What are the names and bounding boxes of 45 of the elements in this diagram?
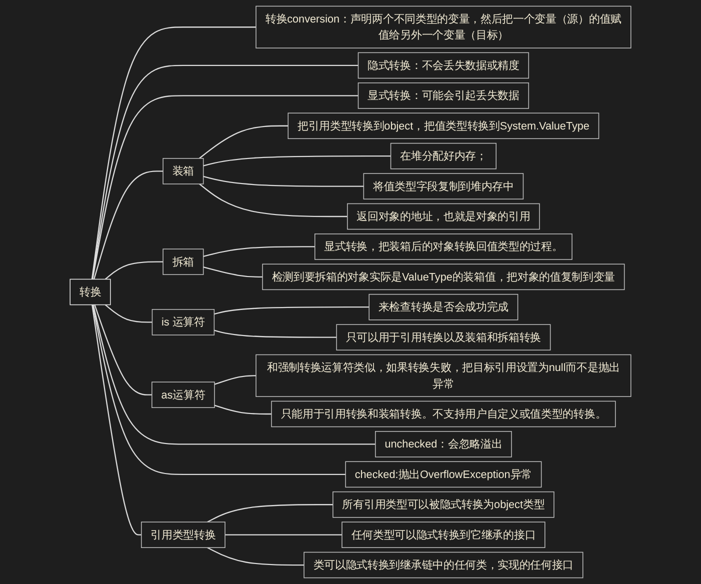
connector bbox=[207, 547, 304, 566]
node-box: 把引用类型转换到object，把值类型转换到System.ValueType bbox=[288, 112, 600, 140]
connector bbox=[214, 330, 337, 338]
connector bbox=[91, 26, 256, 280]
connector bbox=[92, 304, 142, 536]
node-box: 拆箱 bbox=[162, 248, 204, 275]
node-box: 检测到要拆箱的对象实际是ValueType的装箱值，把对象的值复制到变量 bbox=[262, 264, 625, 290]
connector bbox=[93, 170, 164, 280]
node-box: 类可以隐式转换到继承链中的任何类，实现的任何接口 bbox=[304, 552, 584, 578]
connector bbox=[214, 404, 272, 415]
node-box: is 运算符 bbox=[152, 309, 215, 336]
node-box: 装箱 bbox=[162, 158, 204, 184]
connector bbox=[214, 375, 256, 385]
node-box: 引用类型转换 bbox=[140, 522, 226, 548]
node-box: 在堆分配好内存； bbox=[390, 142, 496, 170]
connector bbox=[203, 176, 364, 187]
connector bbox=[199, 125, 288, 159]
connector bbox=[203, 266, 263, 278]
node-box: 转换conversion：声明两个不同类型的变量，然后把一个变量（源）的值赋值给另外一个变量（目标） bbox=[256, 6, 632, 48]
node-box: 隐式转换：不会丢失数据或精度 bbox=[358, 52, 530, 79]
connector bbox=[104, 261, 164, 280]
connector bbox=[225, 534, 342, 536]
connector bbox=[207, 504, 333, 523]
node-box: as运算符 bbox=[152, 382, 215, 408]
connector bbox=[203, 155, 391, 166]
connector bbox=[104, 304, 152, 323]
connector bbox=[94, 304, 152, 396]
node-box: 所有引用类型可以被隐式转换为object类型 bbox=[332, 491, 554, 518]
node-box: 和强制转换运算符类似，如果转换失败，把目标引用设置为null而不是抛出异常 bbox=[256, 354, 632, 397]
node-box: 只可以用于引用转换以及装箱和拆箱转换 bbox=[336, 324, 551, 350]
connector bbox=[203, 246, 315, 258]
node-box: unchecked：会忽略溢出 bbox=[375, 431, 512, 458]
connector bbox=[92, 304, 376, 445]
node-box: 转换 bbox=[70, 278, 111, 306]
node-box: 返回对象的地址，也就是对象的引用 bbox=[347, 203, 540, 230]
node-box: 显式转换：可能会引起丢失数据 bbox=[358, 82, 530, 109]
connector bbox=[214, 306, 370, 315]
node-box: 显式转换，把装箱后的对象转换回值类型的过程。 bbox=[314, 234, 572, 260]
node-box: 只能用于引用转换和装箱转换。不支持用户自定义或值类型的转换。 bbox=[271, 400, 616, 428]
node-box: 任何类型可以隐式转换到它继承的接口 bbox=[342, 522, 546, 548]
node-box: 来检查转换是否会成功完成 bbox=[368, 294, 518, 320]
node-box: 将值类型字段复制到堆内存中 bbox=[363, 173, 524, 200]
connector bbox=[199, 184, 348, 218]
connector bbox=[92, 304, 346, 475]
node-box: checked:抛出OverflowException异常 bbox=[345, 461, 542, 488]
